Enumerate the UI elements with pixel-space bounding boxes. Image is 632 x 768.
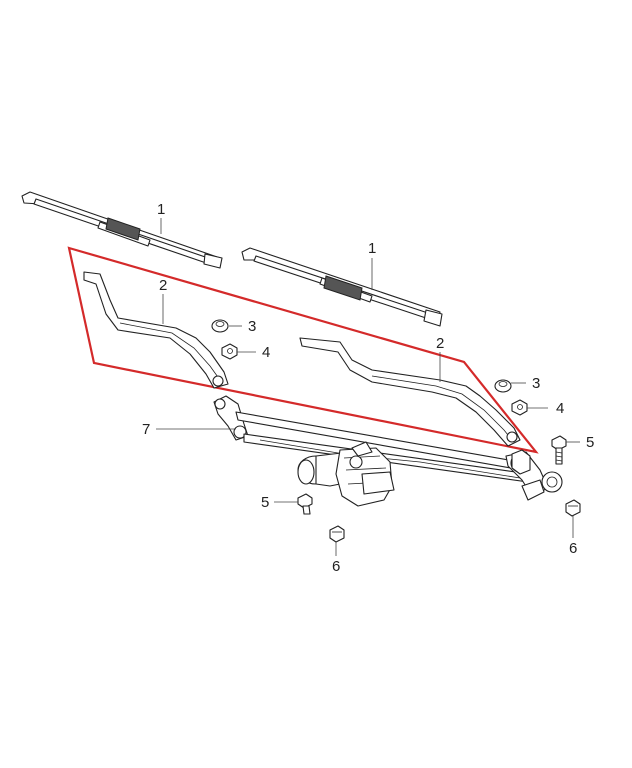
nut-left [221, 343, 238, 360]
callout-nut-right: 4 [556, 400, 564, 417]
wiper-arm-left [83, 271, 229, 389]
nut-bottom-center [329, 525, 345, 543]
callout-cap-right: 3 [532, 375, 540, 392]
bolt-bottom [297, 493, 313, 515]
wiper-arm-right [299, 337, 521, 447]
callout-bolt-right: 5 [586, 434, 594, 451]
cap-right [494, 379, 512, 393]
callout-bolt-bottom: 5 [261, 494, 269, 511]
callout-arm-right: 2 [436, 335, 444, 352]
callout-labels: 1 1 2 2 3 4 3 4 5 7 5 6 6 [142, 201, 594, 575]
leader-lines [156, 218, 580, 556]
callout-blade-right: 1 [368, 240, 376, 257]
callout-linkage: 7 [142, 421, 150, 438]
nut-right [511, 399, 528, 416]
wiper-linkage-assembly [213, 395, 563, 507]
callout-blade-left: 1 [157, 201, 165, 218]
wiper-blade-left [21, 191, 223, 269]
nut-bottom-right [565, 499, 581, 517]
highlight-outline [67, 246, 539, 454]
bolt-right [551, 435, 567, 465]
wiper-blade-right [241, 247, 443, 327]
cap-left [211, 319, 229, 333]
callout-arm-left: 2 [159, 277, 167, 294]
callout-nut-left: 4 [262, 344, 270, 361]
callout-nut-bottom-center: 6 [332, 558, 340, 575]
callout-cap-left: 3 [248, 318, 256, 335]
callout-nut-bottom-right: 6 [569, 540, 577, 557]
